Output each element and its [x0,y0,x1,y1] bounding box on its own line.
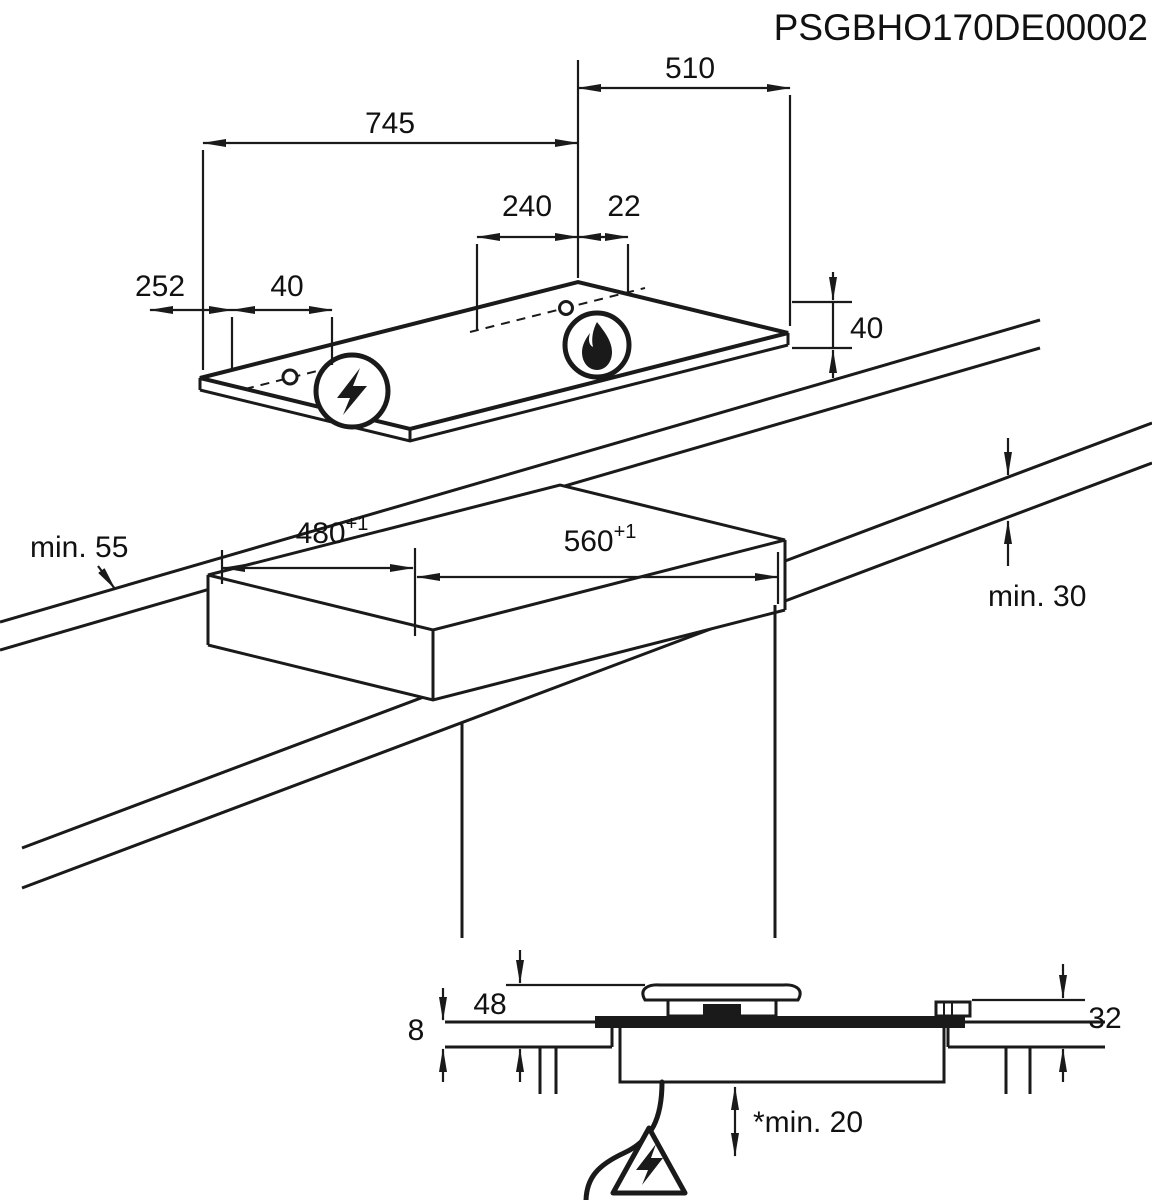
gas-burner-icon [562,310,632,380]
dim-40-ignition-label: 40 [270,270,303,303]
dim-510-label: 510 [665,52,715,85]
ignition-axis-right [469,287,646,333]
ignition-plug-left [281,368,299,386]
dim-240-label: 240 [502,190,552,223]
dim-745-label: 745 [365,107,415,140]
control-knob [934,1000,972,1018]
hob-top-view [198,279,790,443]
flame-icon [582,322,612,370]
worktop-section [445,1020,1105,1049]
dim-22-label: 22 [607,190,640,223]
dim-8-label: 8 [408,1014,425,1047]
ignition-plug-right [558,300,574,316]
lightning-bolt-icon [337,368,367,415]
cabinet-projection-lines [460,605,777,938]
dim-480-label: 480+1 [296,513,369,550]
dim-40-height-label: 40 [850,312,883,345]
cabinet-panels [538,1047,1032,1094]
warning-lightning-bolt-icon [636,1144,663,1185]
electric-burner-icon [313,352,391,430]
dimensions-top-view: 745 510 240 22 252 40 40 [135,52,883,378]
warning-triangle-icon [610,1125,688,1196]
dim-252-label: 252 [135,270,185,303]
dimensions-cutout-view: min. 55 480+1 560+1 min. 30 [30,438,1086,636]
glass-panel [595,1016,965,1028]
dim-min30-label: min. 30 [988,580,1086,613]
hob-body-section [595,1016,965,1084]
dim-min20-label: *min. 20 [753,1106,863,1139]
dim-32-label: 32 [1088,1002,1121,1035]
burner-profile [641,983,802,1018]
dim-560-label: 560+1 [564,521,637,558]
worktop-cutout [206,483,787,702]
dim-48-label: 48 [473,988,506,1021]
gas-pipe [583,1079,665,1200]
model-code-title: PSGBHO170DE00002 [774,7,1148,48]
dimensions-section-view: 48 8 32 *min. 20 [408,950,1122,1157]
dim-min55-label: min. 55 [30,531,128,564]
section-view: 48 8 32 *min. 20 [408,950,1122,1200]
